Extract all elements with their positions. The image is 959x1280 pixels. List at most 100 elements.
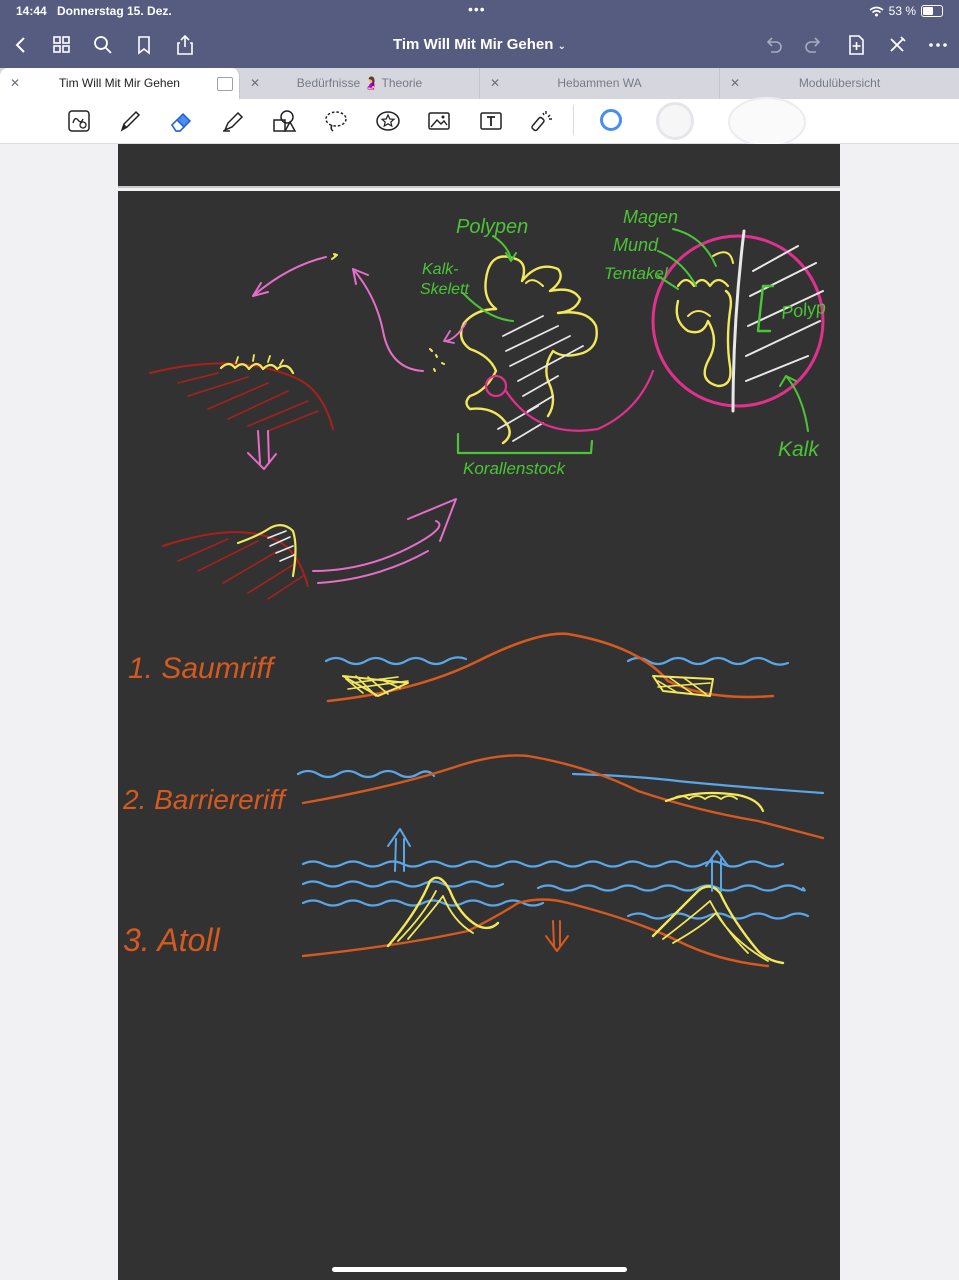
atoll-reef-left-layers [397,890,474,942]
attach-arrow [443,322,467,344]
atoll-reef-right [651,885,785,965]
atoll-reef-left [386,876,500,948]
label-atoll: 3. Atoll [123,922,221,958]
lasso-zoom-icon[interactable] [65,107,93,135]
tab-bar: ✕ Tim Will Mit Mir Gehen ✕ Bedürfnisse 🤰… [0,68,959,99]
polyp-body [675,289,733,388]
status-time: 14:44 [16,4,47,18]
sinking-arrow [545,920,569,952]
coral-skeleton-hatching [497,315,584,442]
close-icon[interactable]: ✕ [490,76,501,90]
label-korallenstock: Korallenstock [463,459,567,478]
polyp-tentacles [676,278,730,288]
text-icon[interactable] [477,107,505,135]
seafloor-2 [162,531,309,587]
close-pen-icon[interactable] [886,34,908,56]
laser-pointer-icon[interactable] [528,107,556,135]
battery-percent: 53 % [888,4,916,18]
coral-colony-outline [514,257,598,418]
tab-beduerfnisse-theorie[interactable]: ✕ Bedürfnisse 🤰 Theorie [240,68,480,99]
sea-level-1 [301,860,785,868]
polyp-skeleton-boundary [731,229,746,413]
pen-icon[interactable] [116,107,144,135]
sea-level-2-right [536,884,806,892]
sinking-island [301,898,770,968]
tab-moduluebersicht[interactable]: ✕ Modulübersicht [720,68,959,99]
sticker-icon[interactable] [374,107,402,135]
document-title[interactable]: Tim Will Mit Mir Gehen ⌄ [393,36,566,53]
barrier-reef-texture [672,795,738,800]
cycle-arrowhead [252,282,269,297]
fringing-reef-left-hatching [345,675,409,697]
down-arrowhead [247,452,277,470]
label-magen: Magen [623,207,678,227]
polypen-arrowhead [505,252,517,262]
polyp-tentacle [712,251,734,264]
bookmark-icon[interactable] [133,34,155,56]
pen-size-medium-swatch[interactable] [656,102,694,140]
shapes-icon[interactable] [270,107,298,135]
image-icon[interactable] [425,107,453,135]
growth-arrowhead [407,498,457,542]
close-icon[interactable]: ✕ [250,76,261,90]
mund-arrow [657,250,697,287]
pen-size-large-swatch[interactable] [728,97,806,147]
pen-size-small-swatch[interactable] [600,109,622,131]
previous-page[interactable] [118,144,840,188]
polyp-mouth [687,310,711,317]
undo-icon[interactable] [762,34,784,56]
cycle-arrow [352,268,424,372]
sea-rise-arrow-right [705,850,729,892]
highlighter-icon[interactable] [219,107,247,135]
grid-icon[interactable] [51,34,73,56]
redo-icon[interactable] [803,34,825,56]
cycle-arrow [252,256,327,297]
label-mund: Mund [613,235,659,255]
sea-level-2 [301,880,505,888]
tab-label: Hebammen WA [557,76,642,90]
zoom-connector [504,369,655,432]
split-view-icon[interactable] [217,77,233,91]
add-page-icon[interactable] [845,34,867,56]
polypen-arrow [492,235,512,260]
young-polyp [236,524,297,578]
sea-surface-left [324,656,468,666]
atoll-reef-right-layers [662,900,769,962]
polyp-detail-circle [651,234,825,408]
sea-level-3 [301,899,545,907]
tab-label: Modulübersicht [798,76,881,90]
spawn-dots [429,348,445,372]
tab-hebammen-wa[interactable]: ✕ Hebammen WA [480,68,720,99]
young-polyp-skeleton [267,530,295,562]
kalk-arrowhead [779,375,797,387]
multitasking-dots-icon[interactable]: ••• [468,1,486,17]
handwritten-drawing: Korallenstock Polypen Kalk- Skelett Mage… [122,207,827,968]
korallenstock-bracket [456,432,594,455]
label-kalkskelett-2: Skelett [420,281,469,298]
label-saumriff: 1. Saumriff [128,652,276,685]
note-page[interactable]: Korallenstock Polypen Kalk- Skelett Mage… [118,191,840,1280]
more-icon[interactable] [927,34,949,56]
home-indicator[interactable] [332,1267,627,1272]
lasso-icon[interactable] [322,107,350,135]
magen-arrow [672,228,717,267]
close-icon[interactable]: ✕ [10,76,21,90]
sea-surface-left [296,769,436,779]
back-icon[interactable] [10,34,32,56]
polyp-mouth [525,279,544,287]
tab-label: Bedürfnisse 🤰 Theorie [296,76,423,90]
down-arrow [257,430,270,464]
seafloor-2-hatching [177,538,304,600]
kalkskelett-arrow [462,292,514,322]
label-polyp: Polyp [780,297,827,323]
search-icon[interactable] [92,34,114,56]
status-date: Donnerstag 15. Dez. [57,4,172,18]
growth-arrow [317,550,429,584]
polyp-zoom-circle [484,374,508,398]
tab-tim-will-mit-mir-gehen[interactable]: ✕ Tim Will Mit Mir Gehen [0,68,240,99]
eraser-icon[interactable] [167,107,195,135]
tool-bar [0,97,959,147]
share-icon[interactable] [174,34,196,56]
close-icon[interactable]: ✕ [730,76,741,90]
sea-rise-arrow-left [387,828,411,872]
